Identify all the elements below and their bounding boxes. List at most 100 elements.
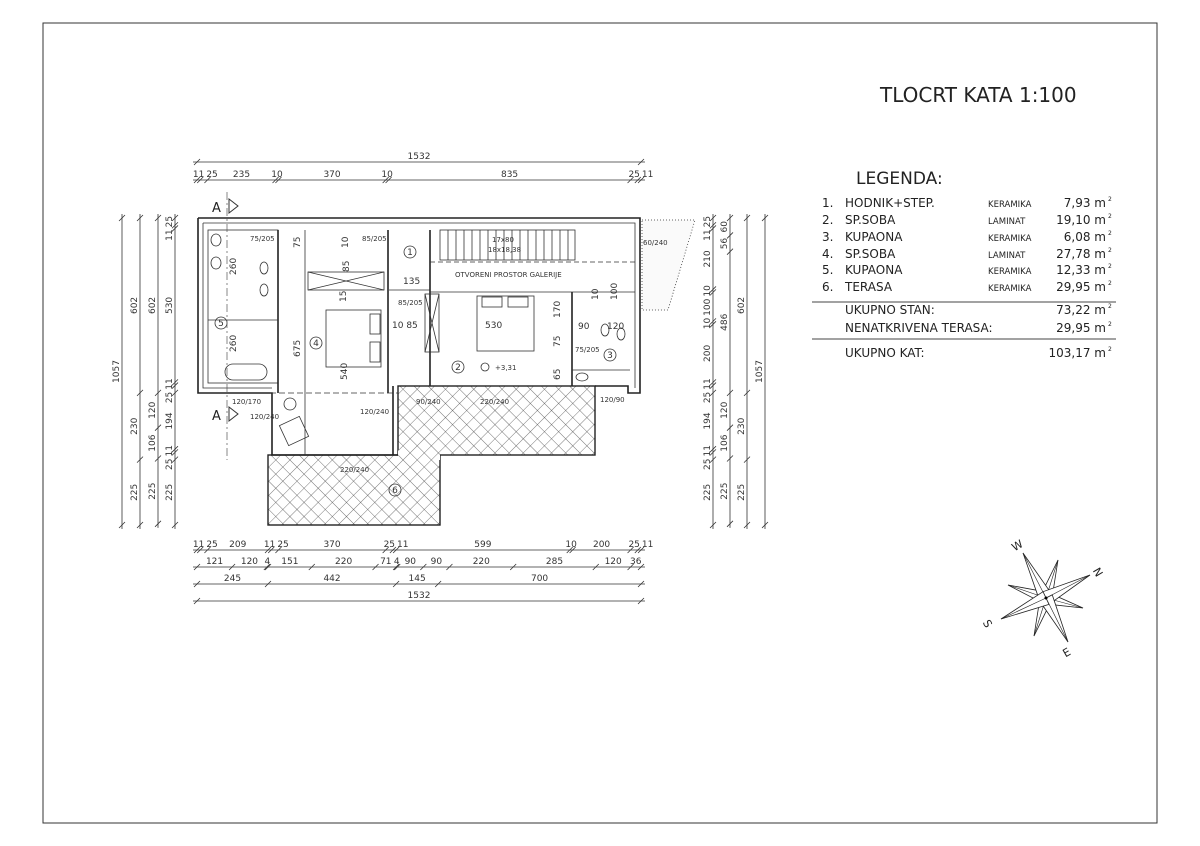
dimension-label: 25 [206,170,217,180]
bed-room-2 [476,295,535,352]
dimension-label: 71 [380,557,391,567]
area-unit-sup: 2 [1108,321,1112,328]
inner-dimension: 10 85 [392,321,418,331]
dimension-label: 120 [148,401,158,418]
area-unit-sup: 2 [1108,263,1112,270]
opening-size: 75/205 [575,346,600,354]
inner-dimension: 530 [485,321,502,331]
opening-size: 90/240 [416,398,441,406]
dimension-label: 285 [546,557,563,567]
dimension-label: 120 [605,557,622,567]
legend-area: 29,95 m [1056,280,1106,294]
dimension-label: 530 [165,297,175,314]
dimension-label: 11 [193,540,204,550]
dimension-label: 10 [271,170,283,180]
legend-room-name: TERASA [844,280,893,294]
sheet-frame [42,22,1158,824]
dimension-label: 11 [703,378,713,389]
opening-size: 220/240 [340,466,369,474]
dimension-label: 442 [323,574,340,584]
bidet [616,327,626,341]
opening-size: 120/90 [600,396,625,404]
dimension-label: 25 [165,216,175,227]
dimension-label: 11 [165,229,175,240]
stairs-label: 17x80 [492,236,514,244]
dimension-label: 10 [565,540,577,550]
toilet [259,261,269,275]
dimension-label: 11 [165,445,175,456]
compass-n: N [1090,566,1105,580]
opening-size: 85/205 [362,235,387,243]
room-number-circle [403,245,417,259]
opening-size: 75/205 [250,235,275,243]
dimension-label: 106 [720,434,730,451]
dimension-label: 11 [642,540,653,550]
dimension-label: 60 [720,221,730,233]
dimension-label: 145 [409,574,426,584]
terrace-upper [397,385,596,456]
dimension-label: 230 [737,417,747,434]
dimension-label: 106 [148,434,158,451]
section-mark-top: A [212,201,221,216]
legend-area: 12,33 m [1056,263,1106,277]
inner-dimension: 85 [342,261,352,272]
gallery-label: OTVORENI PROSTOR GALERIJE [455,271,562,279]
legend-material: LAMINAT [988,217,1026,227]
dimension-label: 11 [165,378,175,389]
dimension-label: 230 [130,417,140,434]
room-number: 2 [455,363,461,373]
dimension-label: 200 [703,344,713,361]
opening-size: 220/240 [480,398,509,406]
dimension-label: 220 [335,557,352,567]
legend-num: 1. [822,196,833,210]
total-label: NENATKRIVENA TERASA: [845,321,993,335]
walls [197,217,641,456]
dimension-label: 245 [224,574,241,584]
bed-room-4 [325,309,382,368]
room-number-circle [309,336,323,350]
legend-room-name: SP.SOBA [845,213,896,227]
legend-area: 6,08 m [1064,230,1106,244]
legend-num: 2. [822,213,833,227]
drawing-title: TLOCRT KATA 1:100 [879,83,1077,107]
dimension-label: 370 [323,540,340,550]
level-label: +3,31 [495,364,516,372]
legend-area: 27,78 m [1056,247,1106,261]
dimension-label: 121 [206,557,223,567]
dimension-label: 25 [165,392,175,403]
legend-num: 5. [822,263,833,277]
total-area: 29,95 m [1056,321,1106,335]
dimension-label: 90 [405,557,417,567]
inner-dimension: 10 [591,288,601,300]
dimension-label: 25 [165,459,175,470]
legend-area: 7,93 m [1064,196,1106,210]
legend-num: 4. [822,247,833,261]
wardrobe [424,293,440,353]
dimension-label: 10 [703,318,713,330]
dimension-label: 120 [720,401,730,418]
area-unit-sup: 2 [1108,213,1112,220]
dimension-label: 11 [703,445,713,456]
legend-room-name: SP.SOBA [845,247,896,261]
inner-dimension: 260 [229,258,239,275]
inner-dimension: 10 [341,236,351,248]
dimension-label: 36 [630,557,642,567]
dimension-label: 1057 [112,360,122,383]
dimension-label: 151 [281,557,298,567]
dimension-label: 486 [720,313,730,330]
inner-dimension: 75 [293,237,303,248]
legend-num: 6. [822,280,833,294]
legend-material: KERAMIKA [988,284,1032,294]
dimension-label: 25 [703,216,713,227]
dimension-label: 225 [165,484,175,501]
bidet [259,283,269,297]
legend-material: KERAMIKA [988,267,1032,277]
dimension-label: 25 [206,540,217,550]
opening-size: 120/240 [360,408,389,416]
